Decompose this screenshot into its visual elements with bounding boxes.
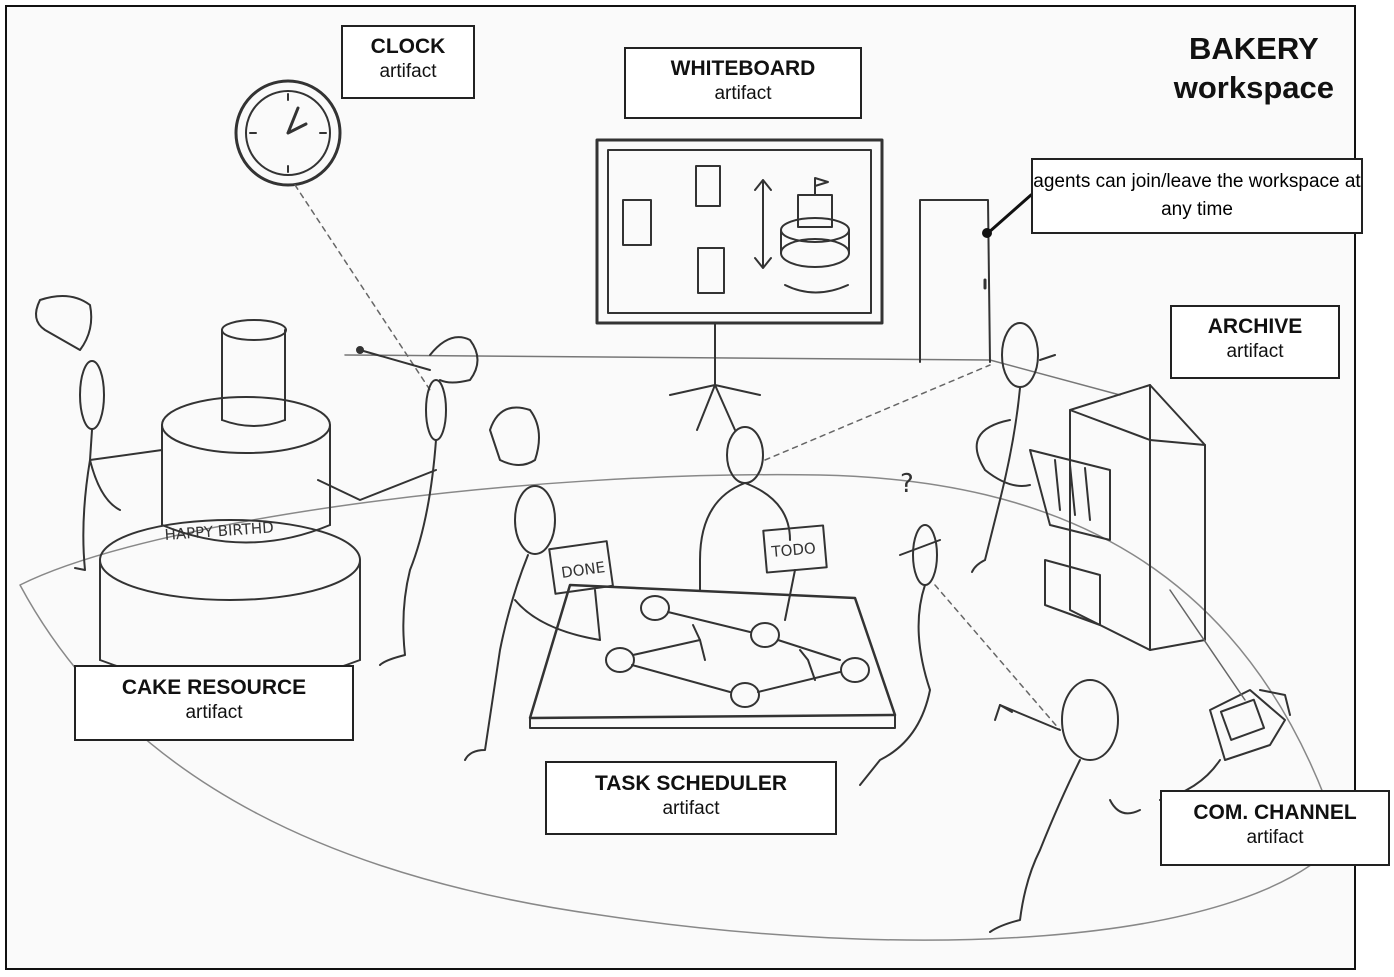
todo-sign: TODO (770, 539, 817, 561)
middle-to-door-link (765, 365, 990, 460)
telephone-icon (1160, 690, 1290, 800)
note-pointer (988, 195, 1031, 233)
agent-middle (700, 427, 790, 590)
cake-name: CAKE RESOURCE (76, 675, 352, 701)
clock-artifact-label: CLOCK artifact (341, 25, 475, 99)
workspace-title-line1: BAKERY (1174, 30, 1334, 69)
archive-kind: artifact (1172, 340, 1338, 364)
whiteboard-icon (597, 140, 882, 430)
archive-artifact-label: ARCHIVE artifact (1170, 305, 1340, 379)
door-icon (920, 200, 990, 362)
question-mark: ? (900, 469, 914, 499)
clock-icon (236, 81, 340, 185)
chef-left-agent (36, 296, 162, 570)
scheduler-kind: artifact (547, 797, 835, 821)
workspace-title-line2: workspace (1174, 69, 1334, 108)
cake-icon (100, 320, 360, 685)
whiteboard-name: WHITEBOARD (626, 56, 860, 82)
cake-artifact-label: CAKE RESOURCE artifact (74, 665, 354, 741)
clock-name: CLOCK (343, 34, 473, 60)
channel-name: COM. CHANNEL (1162, 800, 1388, 826)
scheduler-table (530, 525, 895, 728)
task-graph (606, 596, 869, 707)
whiteboard-artifact-label: WHITEBOARD artifact (624, 47, 862, 119)
phone-agent (990, 680, 1140, 932)
archive-name: ARCHIVE (1172, 314, 1338, 340)
scheduler-name: TASK SCHEDULER (547, 771, 835, 797)
clock-link (295, 185, 430, 390)
cake-kind: artifact (76, 701, 352, 725)
chef-cake-agent (318, 337, 478, 665)
channel-artifact-label: COM. CHANNEL artifact (1160, 790, 1390, 866)
workspace-title: BAKERY workspace (1174, 30, 1334, 108)
clock-kind: artifact (343, 60, 473, 84)
question-to-phone-link (935, 585, 1060, 730)
done-sign: DONE (560, 558, 606, 582)
whiteboard-kind: artifact (626, 82, 860, 106)
channel-kind: artifact (1162, 826, 1388, 850)
scheduler-artifact-label: TASK SCHEDULER artifact (545, 761, 837, 835)
agent-question (860, 525, 940, 785)
sketch-arrow (995, 705, 1012, 720)
join-leave-note: agents can join/leave the workspace at a… (1031, 158, 1363, 234)
